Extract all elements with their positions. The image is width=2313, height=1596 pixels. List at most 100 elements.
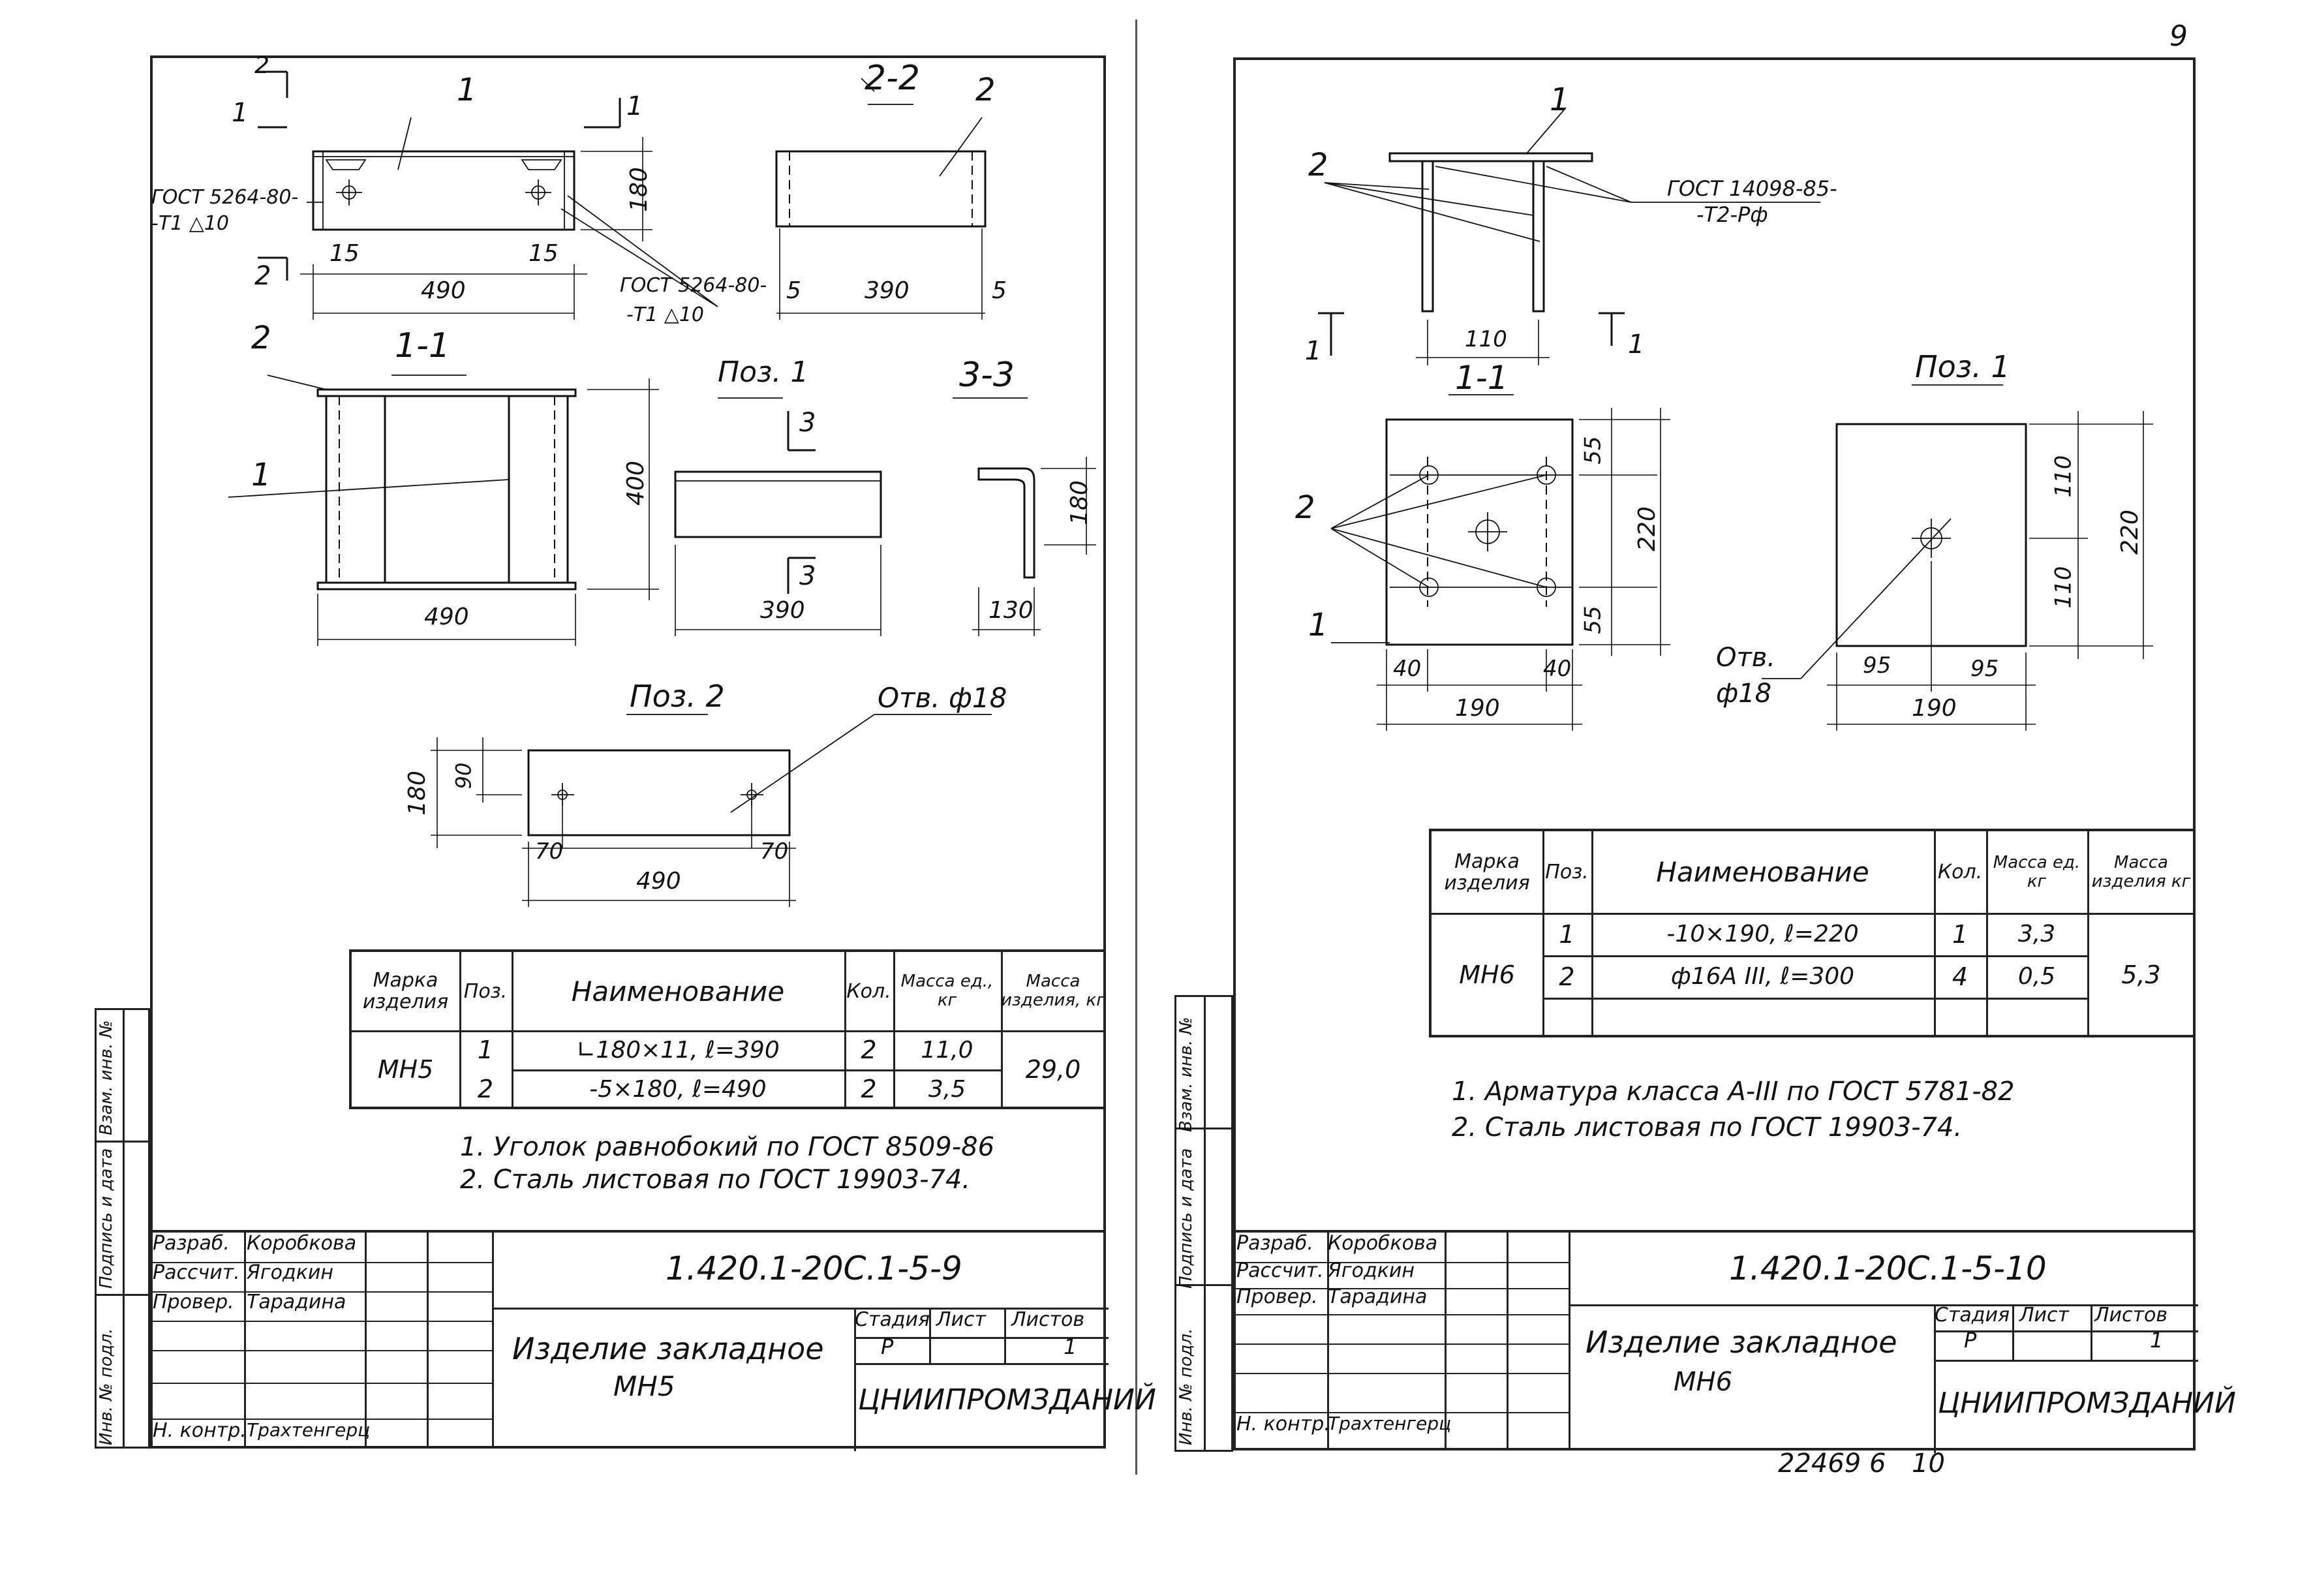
left-section-label-3-3: 3-3 [959, 356, 1015, 395]
left-mark-1-top: 1 [232, 98, 249, 128]
left-note-2: 2. Сталь листовая по ГОСТ 19903-74. [460, 1165, 971, 1195]
right-tb-stage-h: Стадия [1935, 1304, 2010, 1327]
left-dim-s11-h: 400 [622, 461, 649, 506]
page-number: 9 [2169, 20, 2188, 53]
right-dim-plan-w: 190 [1455, 695, 1500, 722]
bottom-code: 22469 6 [1778, 1449, 1886, 1479]
left-tb-title-1: Изделие закладное [512, 1331, 824, 1366]
left-tb-stage: Р [881, 1334, 894, 1359]
left-dim-plan-h: 180 [625, 167, 652, 212]
right-spec-r1-pos: 1 [1559, 919, 1575, 949]
left-spec-r1-mass: 11,0 [921, 1036, 973, 1064]
left-spec-r1-pos: 1 [477, 1036, 494, 1064]
left-spec-h-qty: Кол. [846, 979, 891, 1003]
left-section-1-1 [228, 375, 659, 646]
right-tb-role-1: Разраб. [1236, 1232, 1313, 1255]
left-dim-s22-b: 5 [992, 277, 1007, 304]
left-tb-role-3: Провер. [153, 1291, 234, 1313]
right-tb-sheet-h: Лист [2019, 1304, 2070, 1327]
left-spec-h-mark: Марка изделия [362, 969, 449, 1013]
left-tb-name-6: Трахтенгерц [247, 1419, 371, 1441]
right-title-block [1233, 1230, 2198, 1453]
right-dim-pos1-h: 220 [2116, 510, 2143, 555]
right-tb-name-6: Трахтенгерц [1328, 1413, 1452, 1434]
right-hole-note-1: Отв. [1716, 643, 1776, 673]
left-dim-s11-w: 490 [424, 604, 469, 630]
right-tb-name-1: Коробкова [1328, 1232, 1438, 1255]
left-weld-right-2: -Т1 △10 [626, 303, 705, 326]
right-mark-1-right: 1 [1628, 330, 1645, 360]
left-tb-role-6: Н. контр. [153, 1419, 247, 1442]
left-section-2-2 [775, 78, 987, 320]
right-tb-code: 1.420.1-20С.1-5-10 [1729, 1250, 2047, 1287]
left-pos1-view [674, 397, 882, 636]
right-dim-plan-a: 40 [1393, 656, 1422, 682]
right-spec-h-total: Масса изделия кг [2091, 852, 2191, 891]
left-side-strip [95, 1008, 150, 1449]
right-tb-name-2: Ягодкин [1328, 1259, 1415, 1282]
left-dim-s33-h: 180 [1065, 480, 1093, 525]
left-dim-pos2-half: 90 [451, 762, 476, 790]
right-dim-plan-h: 220 [1633, 506, 1661, 551]
left-tb-role-2: Рассчит. [153, 1261, 240, 1284]
left-tb-sheets-h: Листов [1011, 1308, 1085, 1331]
left-callout-1-s22: 2 [975, 72, 996, 108]
right-tb-name-3: Тарадина [1328, 1285, 1428, 1308]
left-label-pos2: Поз. 2 [630, 679, 725, 714]
left-spec-r1-name: ∟180×11, ℓ=390 [576, 1036, 780, 1064]
right-tb-org: ЦНИИПРОМЗДАНИЙ [1938, 1387, 2236, 1420]
left-title-block [150, 1230, 1109, 1451]
right-dim-plan-b: 55 [1580, 606, 1606, 634]
right-dim-pos1-c: 95 [1970, 656, 1999, 682]
left-plan-view [258, 70, 718, 320]
right-dim-pos1-t: 110 [2050, 455, 2077, 498]
left-label-pos1: Поз. 1 [718, 356, 809, 389]
right-spec-h-qty: Кол. [1937, 861, 1983, 883]
left-spec-total: 29,0 [1025, 1055, 1081, 1084]
left-tb-org: ЦНИИПРОМЗДАНИЙ [858, 1383, 1156, 1417]
right-callout-2-elev: 2 [1308, 147, 1328, 183]
left-tb-name-1: Коробкова [247, 1232, 357, 1255]
left-tb-code: 1.420.1-20С.1-5-9 [666, 1250, 962, 1287]
left-dim-edge-l: 15 [329, 240, 360, 267]
right-label-pos1: Поз. 1 [1915, 349, 2010, 384]
center-fold-line [1135, 20, 1137, 1475]
right-spec-r1-name: -10×190, ℓ=220 [1666, 921, 1859, 947]
left-dim-s22-a: 5 [786, 277, 801, 304]
right-tb-title-1: Изделие закладное [1585, 1325, 1897, 1360]
bottom-number: 10 [1912, 1449, 1945, 1479]
left-tb-role-1: Разраб. [153, 1232, 230, 1255]
left-dim-edge-r: 15 [528, 240, 559, 267]
left-mark-3-top: 3 [799, 408, 816, 438]
left-tb-sheet-h: Лист [936, 1308, 987, 1331]
left-weld-left-2: -Т1 △10 [151, 212, 230, 235]
left-dim-plan-w: 490 [421, 277, 466, 304]
left-dim-pos2-h: 180 [403, 771, 431, 816]
right-dim-pos1-a: 95 [1863, 652, 1892, 679]
right-spec-total: 5,3 [2121, 960, 2161, 989]
right-callout-2-plan: 2 [1295, 489, 1315, 526]
right-spec-h-mark: Марка изделия [1444, 850, 1530, 895]
left-section-3-3 [953, 397, 1096, 636]
right-mark-1-left: 1 [1305, 336, 1322, 366]
right-tb-sheets-h: Листов [2094, 1304, 2168, 1327]
right-dim-pos1-w: 190 [1912, 695, 1957, 722]
left-dim-pos2-w: 490 [636, 868, 681, 895]
left-callout-1-s11: 1 [251, 457, 271, 493]
left-section-label-2-2: 2-2 [865, 59, 920, 98]
right-spec-h-name: Наименование [1656, 856, 1869, 888]
right-spec-table: Марка изделия Поз. Наименование Кол. Мас… [1429, 829, 2196, 1037]
right-plan-1-1 [1330, 408, 1670, 731]
left-dim-pos2-b: 70 [760, 838, 789, 865]
left-spec-r2-qty: 2 [861, 1075, 877, 1103]
right-spec-mark: МН6 [1459, 960, 1515, 989]
left-weld-left-1: ГОСТ 5264-80- [151, 186, 299, 209]
right-callout-1-plan: 1 [1308, 607, 1328, 643]
left-pos2-view [431, 714, 992, 907]
right-callout-1-elev: 1 [1550, 82, 1570, 118]
right-side-strip [1174, 995, 1233, 1452]
left-spec-h-mass: Масса ед., кг [900, 972, 994, 1010]
left-spec-r2-name: -5×180, ℓ=490 [589, 1075, 767, 1103]
left-dim-pos1-w: 390 [760, 597, 805, 624]
